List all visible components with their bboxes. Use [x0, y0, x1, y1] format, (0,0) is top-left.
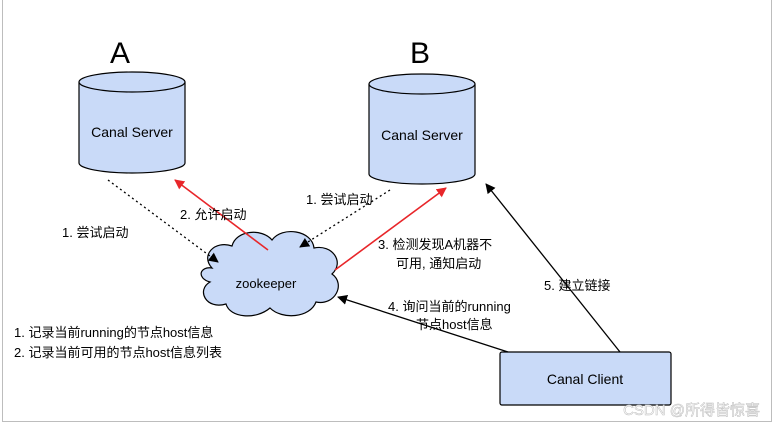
canal-client-label: Canal Client: [547, 371, 623, 387]
server-a-label: Canal Server: [91, 124, 173, 140]
server-a-cylinder: [78, 71, 186, 174]
label-query-line2: 节点host信息: [416, 317, 493, 332]
arrow-client-to-zookeeper: [337, 295, 509, 353]
label-detect-line1: 3. 检测发现A机器不: [378, 237, 492, 252]
canal-client-box: [499, 351, 672, 406]
server-b-cylinder: [368, 73, 476, 185]
arrow-zookeeper-to-b: [334, 187, 447, 271]
label-b-try-start: 1. 尝试启动: [306, 192, 372, 207]
server-a-letter: A: [110, 37, 130, 70]
arrow-zookeeper-to-a: [174, 179, 269, 251]
label-a-try-start: 1. 尝试启动: [62, 225, 128, 240]
label-detect-line2: 可用, 通知启动: [396, 256, 481, 271]
note-line-1: 1. 记录当前running的节点host信息: [14, 325, 213, 340]
note-line-2: 2. 记录当前可用的节点host信息列表: [14, 345, 222, 360]
label-query-line1: 4. 询问当前的running: [388, 299, 511, 314]
zookeeper-label: zookeeper: [236, 276, 297, 291]
server-b-letter: B: [410, 37, 430, 70]
label-connect: 5. 建立链接: [544, 278, 610, 293]
zookeeper-cloud: [200, 231, 339, 317]
label-allow-start: 2. 允许启动: [180, 207, 246, 222]
watermark: CSDN @所得皆惊喜: [623, 402, 760, 419]
arrow-client-to-b: [485, 183, 621, 353]
server-b-label: Canal Server: [381, 127, 463, 143]
frame-border: [2, 0, 772, 422]
